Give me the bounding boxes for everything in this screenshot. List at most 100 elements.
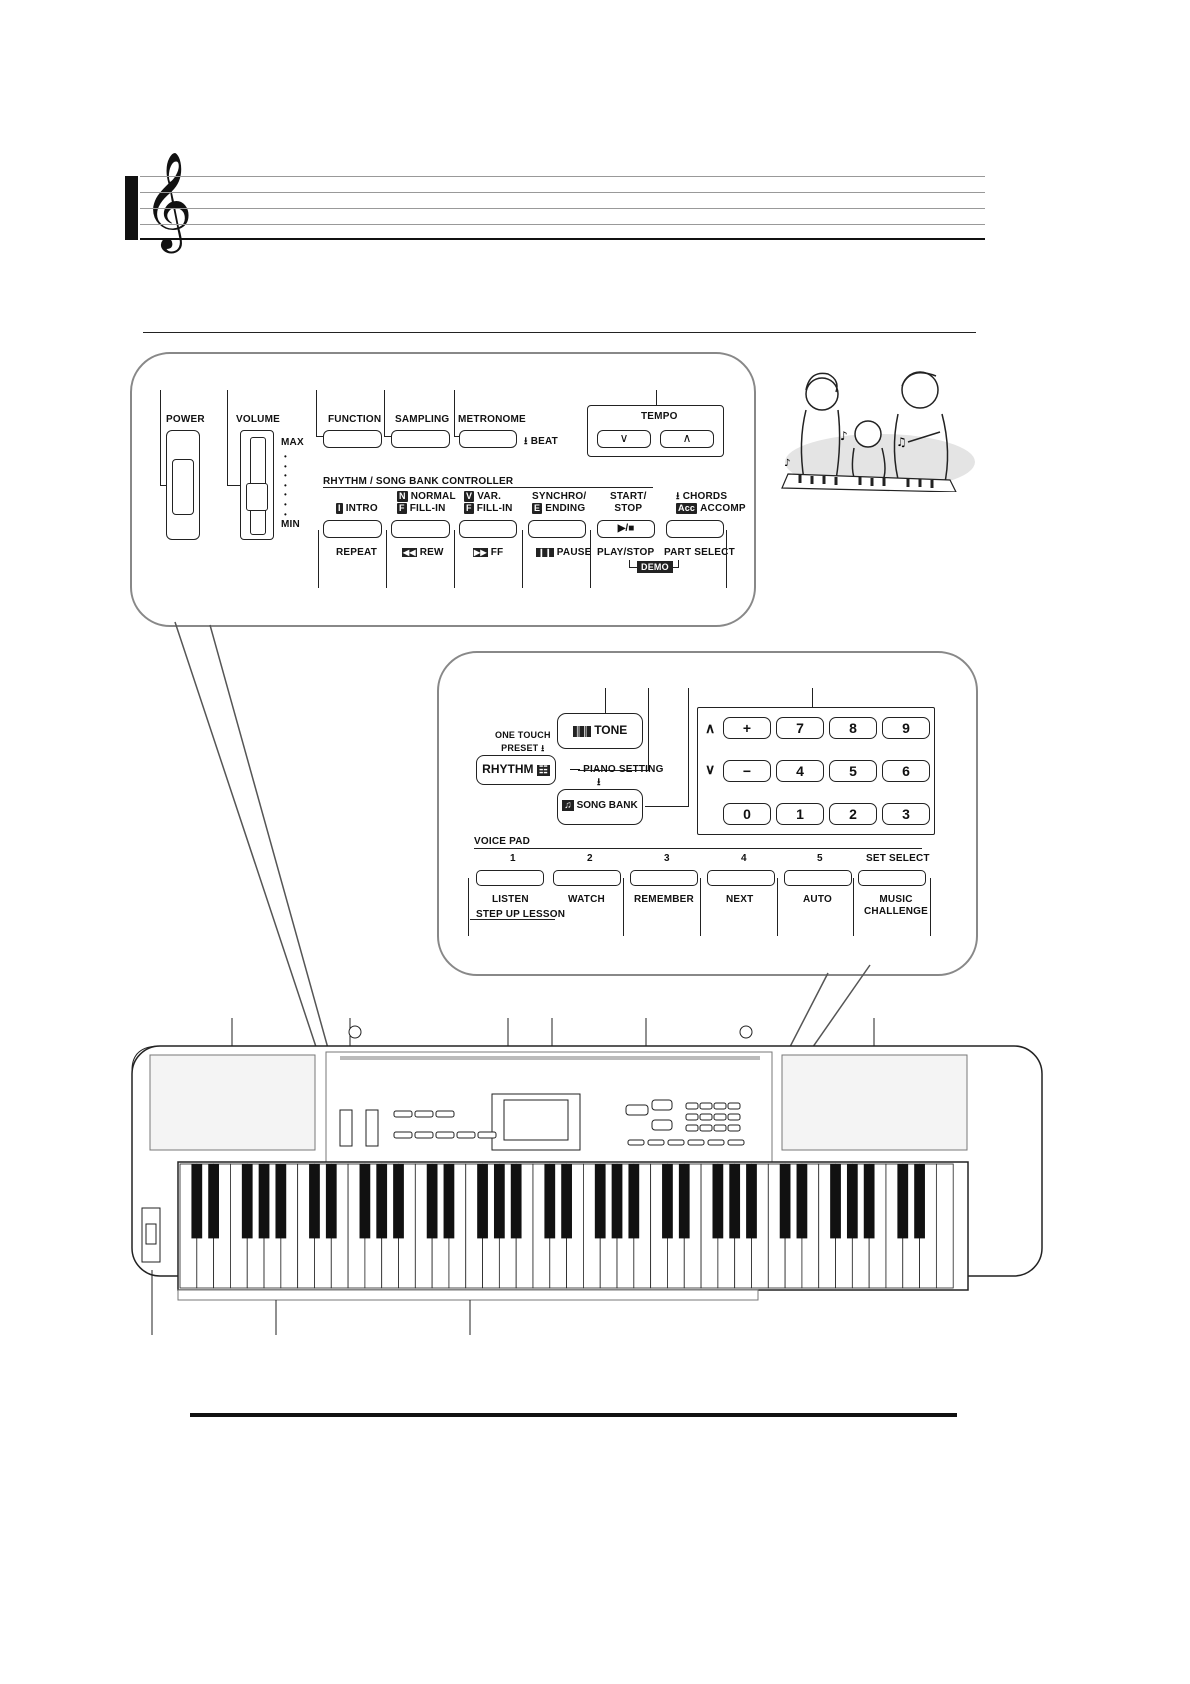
black-key	[779, 1164, 791, 1239]
numpad-0[interactable]: 0	[723, 803, 771, 825]
power-switch[interactable]	[166, 430, 200, 540]
function-label: FUNCTION	[328, 414, 382, 425]
tempo-label: TEMPO	[641, 411, 678, 422]
pad-number-1: 1	[510, 853, 516, 864]
rhythm-button[interactable]: RHYTHM ☷	[476, 755, 556, 785]
volume-max-label: MAX	[281, 437, 304, 448]
svg-text:♪: ♪	[840, 429, 848, 443]
set-select-button[interactable]	[858, 870, 926, 886]
black-key	[325, 1164, 337, 1239]
start-stop-label: START/STOP	[610, 491, 647, 514]
pad-number-5: 5	[817, 853, 823, 864]
voice-pad-3[interactable]	[630, 870, 698, 886]
voice-pad-4[interactable]	[707, 870, 775, 886]
top-panel-callout	[130, 352, 756, 627]
function-button[interactable]	[323, 430, 382, 448]
set-select-label: SET SELECT	[866, 853, 930, 864]
staff-header: 𝄞	[125, 158, 985, 244]
numpad-6[interactable]: 6	[882, 760, 930, 782]
normal-fill-in-button[interactable]	[391, 520, 450, 538]
black-key	[493, 1164, 505, 1239]
numpad-1[interactable]: 1	[776, 803, 824, 825]
metronome-label: METRONOME	[458, 414, 526, 425]
numpad-8[interactable]: 8	[829, 717, 877, 739]
black-key	[443, 1164, 455, 1239]
hold-icon: ⭳	[541, 743, 545, 753]
power-switch-knob[interactable]	[172, 459, 194, 515]
voice-pad-1[interactable]	[476, 870, 544, 886]
black-key	[208, 1164, 219, 1239]
voice-pad-label: VOICE PAD	[474, 836, 531, 847]
down-label: ∨	[705, 761, 716, 777]
numpad-plus[interactable]: +	[723, 717, 771, 739]
fast-forward-icon: ▶▶	[473, 548, 488, 557]
piano-setting-label: — PIANO SETTING	[570, 764, 664, 775]
black-key	[393, 1164, 404, 1239]
chevron-up-icon: ∧	[682, 431, 692, 445]
volume-slider[interactable]	[240, 430, 274, 540]
song-bank-hold-icon: ⭳	[597, 777, 601, 788]
hold-icon: ⭳	[676, 491, 680, 502]
up-label: ∧	[705, 720, 716, 736]
rewind-icon: ◀◀	[402, 548, 417, 557]
black-key	[914, 1164, 925, 1239]
play-stop-label: PLAY/STOP	[597, 547, 655, 558]
black-key	[309, 1164, 320, 1239]
black-key	[191, 1164, 203, 1239]
sampling-button[interactable]	[391, 430, 450, 448]
black-key	[712, 1164, 724, 1239]
accomp-button[interactable]	[666, 520, 724, 538]
black-key	[561, 1164, 572, 1239]
numpad-3[interactable]: 3	[882, 803, 930, 825]
black-key	[510, 1164, 522, 1239]
black-key	[275, 1164, 287, 1239]
black-key	[746, 1164, 757, 1239]
black-key	[830, 1164, 841, 1239]
volume-ticks: •••••••	[284, 452, 287, 519]
tempo-down-button[interactable]: ∨	[597, 430, 651, 448]
voice-pad-2[interactable]	[553, 870, 621, 886]
black-key	[846, 1164, 858, 1239]
numpad-2[interactable]: 2	[829, 803, 877, 825]
volume-slider-knob[interactable]	[246, 483, 268, 511]
beat-label: ⭳ BEAT	[524, 436, 558, 447]
watch-label: WATCH	[568, 894, 605, 905]
black-key	[477, 1164, 488, 1239]
svg-text:♫: ♫	[896, 435, 907, 449]
ff-label: ▶▶ FF	[473, 547, 504, 558]
black-key	[796, 1164, 808, 1239]
metronome-button[interactable]	[459, 430, 517, 448]
numpad-minus[interactable]: −	[723, 760, 771, 782]
intro-button[interactable]	[323, 520, 382, 538]
part-select-label: PART SELECT	[664, 547, 735, 558]
black-key	[544, 1164, 556, 1239]
numpad-7[interactable]: 7	[776, 717, 824, 739]
voice-pad-5[interactable]	[784, 870, 852, 886]
black-key	[662, 1164, 673, 1239]
tempo-up-button[interactable]: ∧	[660, 430, 714, 448]
variation-fill-in-button[interactable]	[459, 520, 517, 538]
start-stop-button[interactable]: ▶/■	[597, 520, 655, 538]
numpad-4[interactable]: 4	[776, 760, 824, 782]
volume-label: VOLUME	[236, 414, 280, 425]
chevron-down-icon: ∨	[619, 431, 629, 445]
numpad-5[interactable]: 5	[829, 760, 877, 782]
auto-label: AUTO	[803, 894, 832, 905]
step-up-lesson-label: STEP UP LESSON	[476, 909, 566, 920]
black-key	[611, 1164, 623, 1239]
piano-icon: ║║	[572, 726, 591, 737]
treble-clef-icon: 𝄞	[143, 151, 193, 249]
hold-icon: ⭳	[524, 436, 528, 447]
black-key	[359, 1164, 371, 1239]
black-key	[426, 1164, 438, 1239]
family-illustration: ♪ ♫ ♪	[781, 371, 975, 492]
power-label: POWER	[166, 414, 205, 425]
synchro-ending-button[interactable]	[528, 520, 586, 538]
numpad-9[interactable]: 9	[882, 717, 930, 739]
tone-button[interactable]: ║║ TONE	[557, 713, 643, 749]
song-bank-button[interactable]: ♫ SONG BANK	[557, 789, 643, 825]
